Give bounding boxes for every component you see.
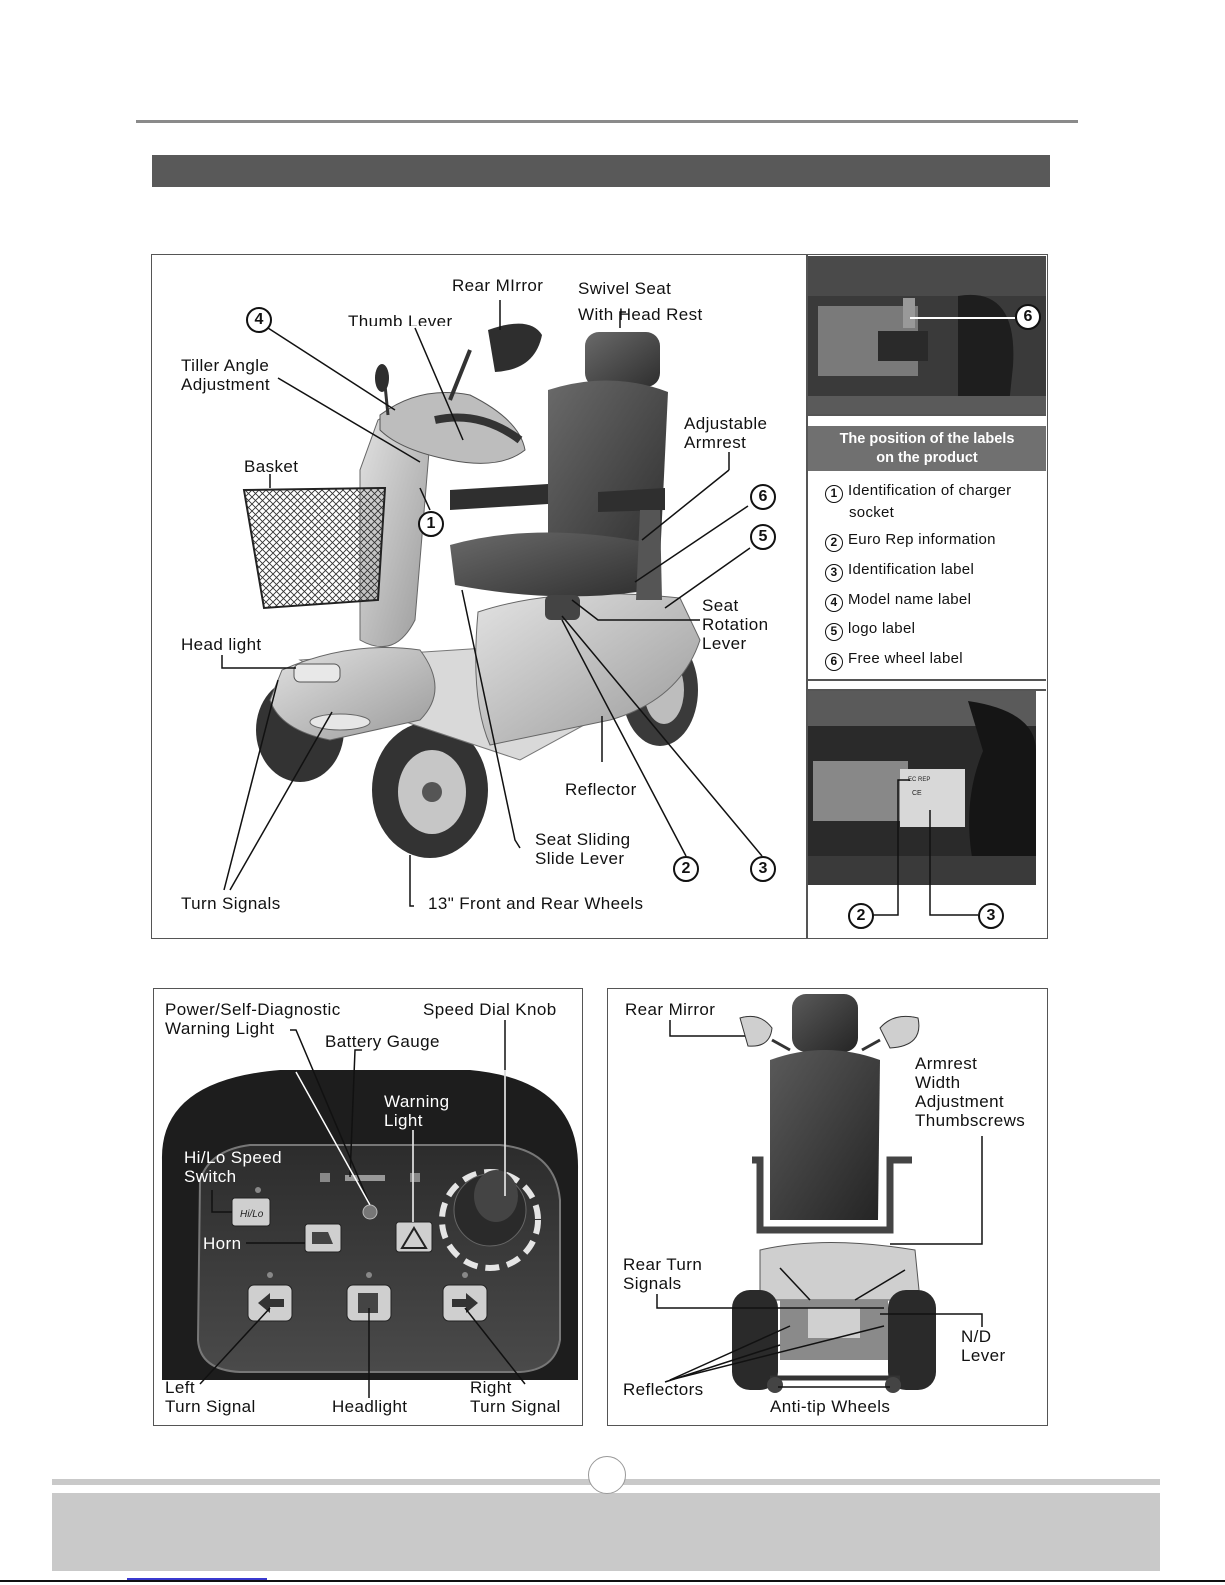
label-horn: Horn bbox=[203, 1234, 242, 1253]
label-seat-rotation: Seat Rotation Lever bbox=[702, 596, 769, 653]
legend-header: The position of the labels on the produc… bbox=[808, 426, 1046, 471]
label-warning-light: Warning Light bbox=[384, 1092, 450, 1130]
legend-badge-2: 2 bbox=[825, 534, 843, 552]
label-basket: Basket bbox=[244, 457, 299, 476]
inset-bottom-callout-2: 2 bbox=[848, 903, 874, 929]
label-seat-sliding: Seat Sliding Slide Lever bbox=[535, 830, 631, 868]
inset-photo-bottom: CE EC REP bbox=[808, 691, 1036, 885]
hilo-switch-text: Hi/Lo bbox=[240, 1209, 264, 1220]
label-tiller-angle: Tiller Angle Adjustment bbox=[181, 356, 271, 394]
right-column-divider bbox=[806, 254, 808, 939]
inset-top-callout-6: 6 bbox=[1015, 304, 1041, 330]
legend-divider-2 bbox=[808, 689, 1046, 691]
legend-badge-5: 5 bbox=[825, 623, 843, 641]
callout-3: 3 bbox=[750, 856, 776, 882]
footer-link-underline[interactable] bbox=[127, 1578, 267, 1580]
label-headlight: Headlight bbox=[332, 1397, 408, 1416]
label-rear-mirror: Rear MIrror bbox=[452, 276, 544, 295]
legend-item-4: 4 Model name label bbox=[825, 590, 971, 612]
legend-badge-6: 6 bbox=[825, 653, 843, 671]
inset-top-leader bbox=[910, 317, 1015, 319]
legend-badge-3: 3 bbox=[825, 564, 843, 582]
header-rule bbox=[136, 120, 1078, 123]
legend-text-1-cont: socket bbox=[849, 504, 895, 521]
callout-1: 1 bbox=[418, 511, 444, 537]
label-rear-mirror-2: Rear Mirror bbox=[625, 1000, 716, 1019]
legend-text-4: Model name label bbox=[848, 591, 972, 608]
inset-photo-top bbox=[808, 256, 1046, 414]
label-turn-signals: Turn Signals bbox=[181, 894, 281, 913]
legend-item-1: 1 Identification of charger socket bbox=[825, 481, 1011, 523]
legend-text-5: logo label bbox=[848, 620, 916, 637]
section-title-bar bbox=[152, 155, 1050, 187]
label-battery-gauge: Battery Gauge bbox=[325, 1032, 440, 1051]
label-thumb-lever: Thumb Lever bbox=[348, 312, 453, 326]
label-anti-tip: Anti-tip Wheels bbox=[770, 1397, 891, 1416]
label-wheels: 13" Front and Rear Wheels bbox=[428, 894, 644, 913]
label-hilo-switch: Hi/Lo Speed Switch bbox=[184, 1148, 282, 1186]
legend-item-6: 6 Free wheel label bbox=[825, 649, 963, 671]
footer-band bbox=[52, 1493, 1160, 1571]
legend-badge-1: 1 bbox=[825, 485, 843, 503]
legend-divider bbox=[808, 679, 1046, 681]
inset-sticker-ce: CE bbox=[912, 790, 922, 797]
legend-text-2: Euro Rep information bbox=[848, 531, 996, 548]
bottom-rule bbox=[0, 1580, 1225, 1582]
callout-2: 2 bbox=[673, 856, 699, 882]
label-power-light: Power/Self-Diagnostic Warning Light bbox=[165, 1000, 341, 1038]
legend-item-2: 2 Euro Rep information bbox=[825, 530, 996, 552]
label-right-turn: Right Turn Signal bbox=[470, 1378, 561, 1416]
inset-top-divider bbox=[808, 414, 1046, 416]
label-armrest-width: Armrest Width Adjustment Thumbscrews bbox=[915, 1054, 1026, 1130]
callout-4: 4 bbox=[246, 307, 272, 333]
label-swivel-seat: Swivel Seat With Head Rest bbox=[578, 279, 703, 324]
legend-item-3: 3 Identification label bbox=[825, 560, 974, 582]
inset-bottom-callout-3: 3 bbox=[978, 903, 1004, 929]
label-adjustable-armrest: Adjustable Armrest bbox=[684, 414, 768, 452]
legend-text-1: Identification of charger bbox=[848, 482, 1012, 499]
label-head-light: Head light bbox=[181, 635, 262, 654]
callout-5: 5 bbox=[750, 524, 776, 550]
label-left-turn: Left Turn Signal bbox=[165, 1378, 256, 1416]
label-nd-lever: N/D Lever bbox=[961, 1327, 1006, 1365]
inset-sticker-ecrep: EC REP bbox=[908, 777, 930, 783]
label-rear-turn: Rear Turn Signals bbox=[623, 1255, 703, 1293]
label-reflectors: Reflectors bbox=[623, 1380, 704, 1399]
callout-6: 6 bbox=[750, 484, 776, 510]
page-number-circle bbox=[588, 1456, 626, 1494]
label-reflector: Reflector bbox=[565, 780, 637, 799]
legend-text-3: Identification label bbox=[848, 561, 975, 578]
legend-item-5: 5 logo label bbox=[825, 619, 915, 641]
legend-badge-4: 4 bbox=[825, 594, 843, 612]
legend-text-6: Free wheel label bbox=[848, 650, 963, 667]
label-speed-dial: Speed Dial Knob bbox=[423, 1000, 557, 1019]
